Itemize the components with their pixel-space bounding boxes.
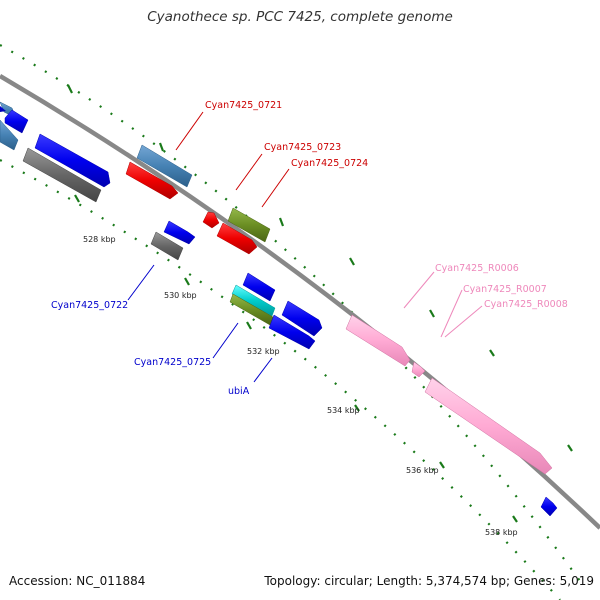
- gene-label-cyan7425-0721[interactable]: Cyan7425_0721: [205, 100, 282, 111]
- genome-summary-text: Topology: circular; Length: 5,374,574 bp…: [264, 574, 594, 588]
- cds-steel-0721: [136, 144, 193, 188]
- cds-gray-0722: [150, 231, 184, 261]
- gene-label-ubia[interactable]: ubiA: [228, 386, 250, 397]
- cds-red-small: [202, 211, 220, 229]
- ruler-label-534: 534 kbp: [327, 406, 360, 415]
- cds-large-blue-left: [34, 133, 111, 188]
- cds-left-edge-4: [4, 109, 29, 134]
- cds-red-0723: [216, 222, 258, 255]
- rrna-r0007: [411, 361, 426, 378]
- cds-large-gray-left: [22, 147, 102, 203]
- ruler-label-530: 530 kbp: [164, 291, 197, 300]
- ruler-label-538: 538 kbp: [485, 528, 518, 537]
- cds-blue-upper-2: [281, 300, 323, 337]
- rrna-r0008: [424, 377, 553, 475]
- gene-label-cyan7425-0723[interactable]: Cyan7425_0723: [264, 142, 341, 153]
- accession-text: Accession: NC_011884: [9, 574, 146, 588]
- cds-blue-upper-1: [242, 272, 276, 302]
- cds-olive-0724: [227, 207, 271, 243]
- rrna-r0006: [345, 314, 411, 367]
- gene-label-cyan7425-0725[interactable]: Cyan7425_0725: [134, 357, 211, 368]
- ruler-label-532: 532 kbp: [247, 347, 280, 356]
- gene-label-cyan7425-r0006[interactable]: Cyan7425_R0006: [435, 263, 519, 274]
- cds-left-edge-2: [0, 119, 19, 151]
- ruler-label-536: 536 kbp: [406, 466, 439, 475]
- cds-blue-0722: [163, 220, 196, 245]
- gene-label-cyan7425-r0007[interactable]: Cyan7425_R0007: [463, 284, 547, 295]
- cds-cyan: [231, 284, 276, 317]
- gene-label-cyan7425-r0008[interactable]: Cyan7425_R0008: [484, 299, 568, 310]
- ruler-label-528: 528 kbp: [83, 235, 116, 244]
- major-ticks: [67, 84, 573, 523]
- cds-blue-bottom: [540, 496, 558, 517]
- callout-lines: [127, 111, 483, 383]
- gene-label-cyan7425-0724[interactable]: Cyan7425_0724: [291, 158, 368, 169]
- cds-red-0721: [125, 161, 179, 200]
- gene-label-cyan7425-0722[interactable]: Cyan7425_0722: [51, 300, 128, 311]
- inner-tick-ring: [0, 159, 561, 600]
- map-title: Cyanothece sp. PCC 7425, complete genome: [147, 9, 453, 25]
- cds-left-edge-3: [0, 96, 6, 112]
- cds-blue-ubia: [268, 314, 316, 350]
